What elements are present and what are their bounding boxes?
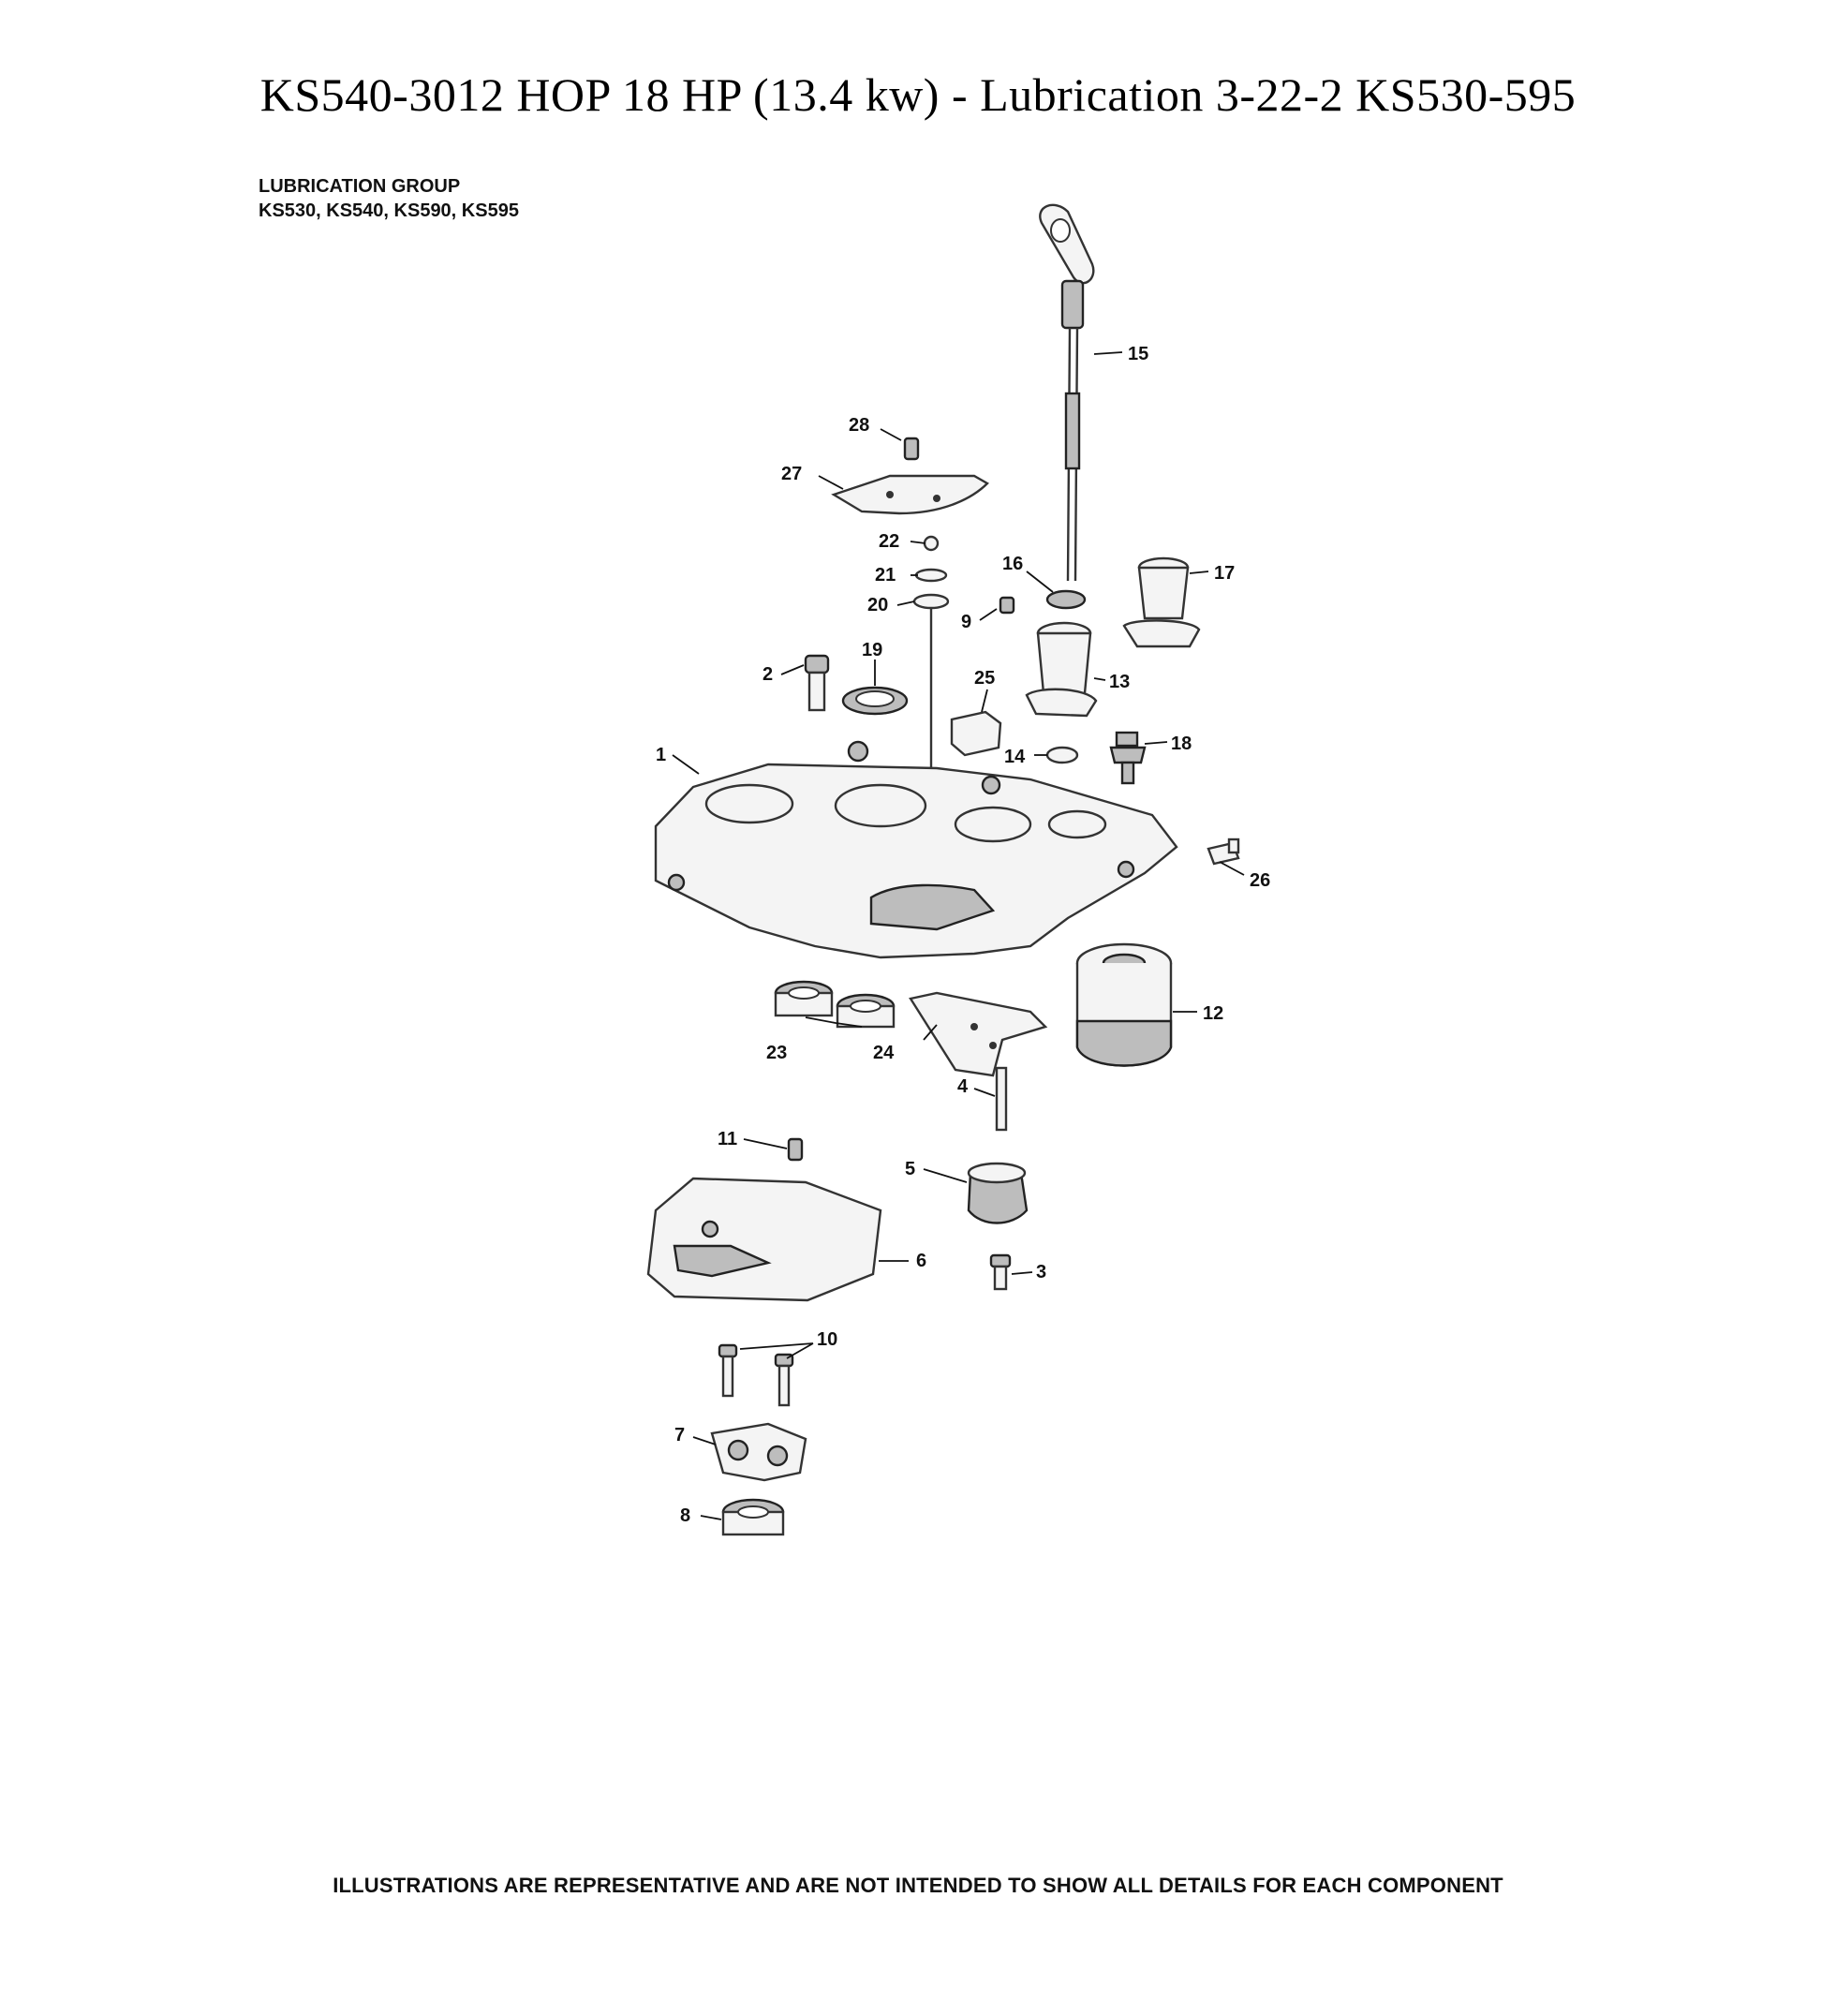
screw-part-28: [903, 437, 920, 461]
callout-9: 9: [961, 612, 971, 632]
o-ring-part-14: [1045, 746, 1079, 764]
oil-filter-part: [1075, 942, 1173, 1067]
callout-7: 7: [674, 1425, 685, 1445]
callout-13: 13: [1109, 672, 1130, 692]
callout-24: 24: [873, 1043, 895, 1063]
oil-pan-part: [646, 1177, 882, 1302]
group-heading-line2: KS530, KS540, KS590, KS595: [259, 200, 519, 221]
plug-part-9: [999, 596, 1015, 615]
callout-15: 15: [1128, 344, 1148, 364]
callout-4: 4: [957, 1076, 969, 1097]
bolt-part-2: [804, 654, 830, 712]
fitting-part-26: [1207, 838, 1240, 866]
oil-pump-part: [710, 1422, 807, 1482]
seal-part-19: [841, 686, 909, 716]
pressure-switch-part: [1109, 731, 1147, 785]
page-title: KS540-3012 HOP 18 HP (13.4 kw) - Lubrica…: [259, 68, 1577, 121]
leader-lines: [672, 351, 1245, 1520]
callout-22: 22: [879, 531, 899, 552]
callout-11: 11: [718, 1129, 737, 1149]
callout-17: 17: [1214, 563, 1235, 584]
callout-25: 25: [974, 668, 995, 689]
callout-5: 5: [905, 1159, 915, 1179]
bearing-part-8: [721, 1498, 785, 1536]
callout-21: 21: [875, 565, 896, 586]
gasket-part-24: [909, 991, 1048, 1077]
callout-27: 27: [781, 464, 802, 484]
callout-23: 23: [766, 1043, 787, 1063]
closure-plate-part: [654, 740, 1178, 959]
callout-14: 14: [1004, 747, 1026, 767]
footer-disclaimer: ILLUSTRATIONS ARE REPRESENTATIVE AND ARE…: [333, 1874, 1503, 1897]
o-ring-part-16: [1045, 589, 1087, 610]
callout-19: 19: [862, 640, 882, 660]
callout-16: 16: [1002, 554, 1023, 574]
callout-2: 2: [763, 664, 773, 685]
callout-28: 28: [849, 415, 869, 436]
callout-12: 12: [1203, 1003, 1223, 1024]
callout-26: 26: [1250, 870, 1270, 891]
callout-1: 1: [656, 745, 666, 765]
insert-part-25: [950, 710, 1002, 757]
dipstick-part: [1039, 203, 1095, 582]
bolt-parts-10: [718, 1343, 794, 1407]
dipstick-tube-part: [1122, 556, 1201, 648]
callout-6: 6: [916, 1251, 926, 1271]
baffle-plate-part: [831, 474, 989, 515]
screw-part-11: [787, 1137, 804, 1162]
callout-10: 10: [817, 1329, 837, 1350]
callout-3: 3: [1036, 1262, 1046, 1282]
callout-labels: 1 2 3 4 5 6 7 8 9 10 11 12 13 14 15 16 1…: [656, 344, 1270, 1526]
bearing-parts-23: [774, 980, 896, 1029]
group-heading-line1: LUBRICATION GROUP: [259, 176, 461, 197]
callout-8: 8: [680, 1505, 690, 1526]
shaft-part-4: [995, 1066, 1008, 1132]
group-heading: LUBRICATION GROUP KS530, KS540, KS590, K…: [259, 174, 519, 223]
screw-part-3: [989, 1253, 1012, 1291]
oil-fill-neck-part: [1025, 621, 1098, 718]
gear-part-5: [967, 1162, 1029, 1224]
callout-18: 18: [1171, 734, 1192, 754]
callout-20: 20: [867, 595, 888, 615]
breather-parts: [912, 535, 950, 806]
